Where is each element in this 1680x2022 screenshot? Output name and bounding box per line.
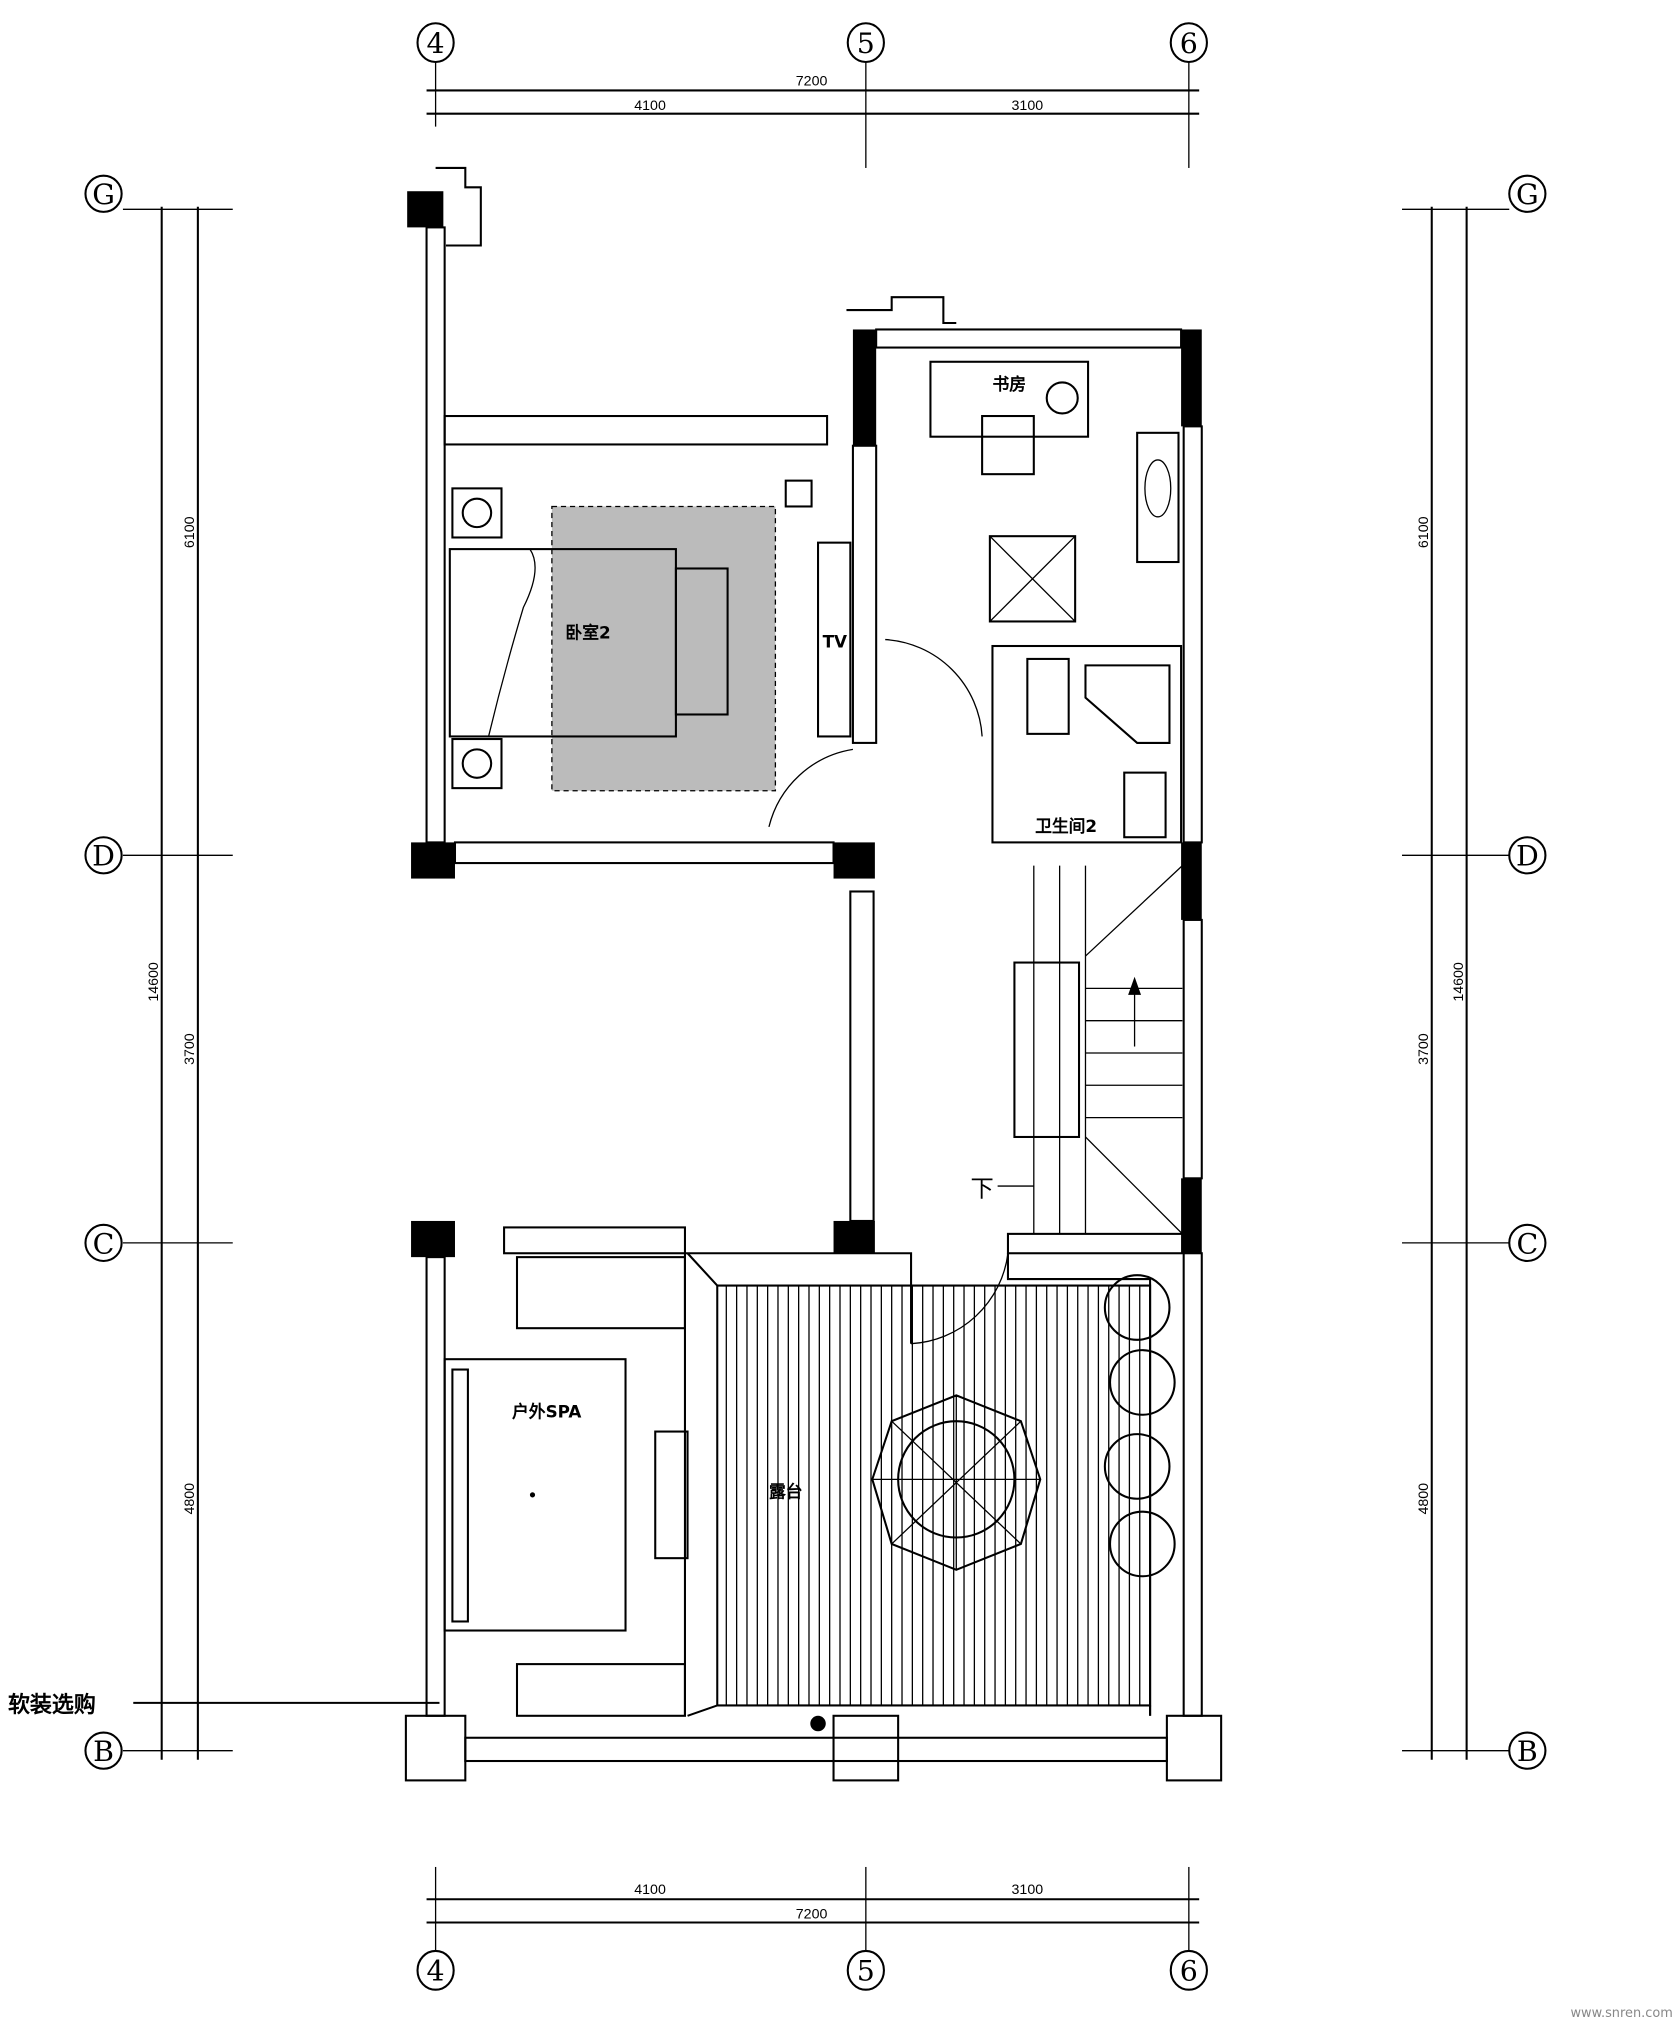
axis-4: 4 — [427, 27, 445, 60]
bottom-span-dim: 3100 — [1012, 1882, 1044, 1898]
axis-6-bottom: 6 — [1180, 1955, 1198, 1988]
top-span-dim: 3100 — [1012, 98, 1044, 114]
top-dimension: 7200 4100 3100 — [426, 62, 1200, 168]
axis-6: 6 — [1180, 27, 1198, 60]
tv-label: TV — [823, 631, 847, 651]
bathroom: 卫生间2 — [885, 638, 1183, 844]
left-span-dim: 4800 — [182, 1483, 198, 1515]
bottom-total-dim: 7200 — [796, 1907, 828, 1923]
axis-5-bottom: 5 — [857, 1955, 875, 1988]
axis-4-bottom: 4 — [427, 1955, 445, 1988]
axis-d: D — [92, 840, 115, 873]
bottom-dimension: 4100 3100 7200 4 5 6 — [416, 1866, 1208, 1991]
right-total-dim: 14600 — [1451, 962, 1467, 1002]
axis-d-right: D — [1516, 840, 1539, 873]
terrace: 露台 — [683, 1252, 1176, 1732]
bedroom: 卧室2 TV — [448, 479, 854, 828]
top-total-dim: 7200 — [796, 73, 828, 89]
left-span-dim: 3700 — [182, 1033, 198, 1065]
left-dimension: 6100 14600 3700 4800 G D C B — [84, 174, 233, 1770]
study-room: 书房 — [929, 360, 1180, 623]
top-span-dim: 4100 — [634, 98, 666, 114]
watermark: www.snren.com — [1571, 2006, 1673, 2021]
top-axis-markers: 4 5 6 — [416, 22, 1208, 64]
staircase: 下 — [970, 865, 1183, 1235]
axis-b: B — [93, 1735, 114, 1768]
bedroom-label: 卧室2 — [565, 622, 610, 642]
right-span-dim: 4800 — [1416, 1483, 1432, 1515]
annotation: 软装选购 — [8, 1692, 440, 1718]
outdoor-spa: 户外SPA — [443, 1256, 689, 1717]
stair-down-label: 下 — [970, 1175, 993, 1202]
right-span-dim: 6100 — [1416, 516, 1432, 548]
walls — [404, 166, 1223, 1782]
spa-label: 户外SPA — [512, 1401, 581, 1421]
axis-c-right: C — [1516, 1227, 1538, 1260]
annotation-label: 软装选购 — [8, 1692, 96, 1718]
axis-c: C — [93, 1227, 115, 1260]
axis-b-right: B — [1517, 1735, 1538, 1768]
bathroom-label: 卫生间2 — [1035, 816, 1097, 836]
terrace-label: 露台 — [769, 1481, 803, 1501]
axis-g-right: G — [1516, 178, 1539, 211]
bottom-span-dim: 4100 — [634, 1882, 666, 1898]
axis-5: 5 — [857, 27, 875, 60]
right-dimension: 6100 14600 3700 4800 G D C B — [1402, 174, 1547, 1770]
axis-g: G — [92, 178, 115, 211]
right-span-dim: 3700 — [1416, 1033, 1432, 1065]
left-total-dim: 14600 — [146, 962, 162, 1002]
study-label: 书房 — [992, 374, 1026, 394]
left-span-dim: 6100 — [182, 516, 198, 548]
